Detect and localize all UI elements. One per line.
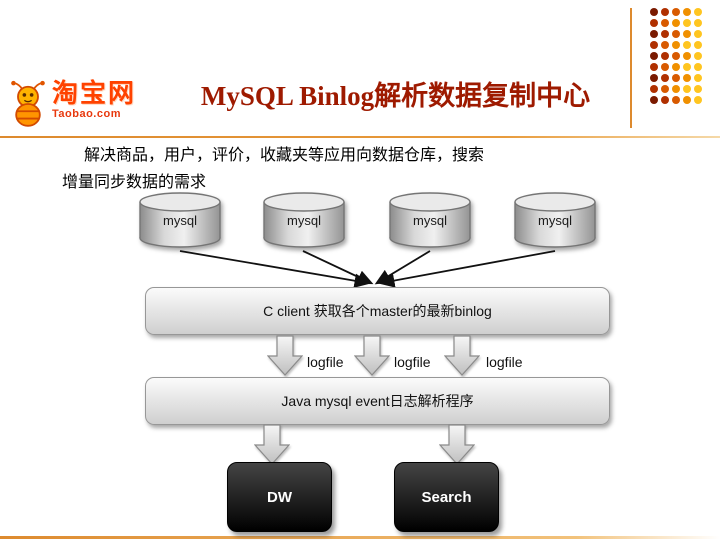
dot-decoration <box>650 52 658 60</box>
vertical-divider <box>630 8 632 128</box>
dot-pattern-decoration <box>650 8 702 104</box>
dot-decoration <box>694 41 702 49</box>
dot-decoration <box>683 52 691 60</box>
database-icon <box>389 192 471 248</box>
dot-decoration <box>661 41 669 49</box>
dot-decoration <box>683 85 691 93</box>
dot-decoration <box>650 85 658 93</box>
dot-decoration <box>672 85 680 93</box>
down-arrow-icon <box>354 335 390 376</box>
dot-decoration <box>650 74 658 82</box>
database-cylinder: mysql <box>513 191 597 249</box>
dot-decoration <box>683 63 691 71</box>
dot-decoration <box>683 41 691 49</box>
logo-subtext: Taobao.com <box>52 108 121 120</box>
dot-decoration <box>650 41 658 49</box>
dot-decoration <box>672 63 680 71</box>
dot-decoration <box>694 52 702 60</box>
slide-title: MySQL Binlog解析数据复制中心 <box>200 81 591 111</box>
dot-decoration <box>650 19 658 27</box>
dot-decoration <box>672 96 680 104</box>
sink-dw: DW <box>227 462 332 532</box>
logfile-label: logfile <box>307 354 344 370</box>
logfile-label: logfile <box>394 354 431 370</box>
database-icon <box>139 192 221 248</box>
header-rule <box>0 136 720 138</box>
dot-decoration <box>683 8 691 16</box>
dot-decoration <box>650 96 658 104</box>
database-icon <box>263 192 345 248</box>
taobao-logo: 淘宝网 Taobao.com <box>8 80 136 128</box>
dot-decoration <box>694 19 702 27</box>
dot-decoration <box>694 96 702 104</box>
dot-decoration <box>694 63 702 71</box>
dot-decoration <box>672 8 680 16</box>
down-arrow-icon <box>444 335 480 376</box>
dot-decoration <box>661 30 669 38</box>
database-icon <box>514 192 596 248</box>
dot-decoration <box>694 8 702 16</box>
collector-box: C client 获取各个master的最新binlog <box>145 287 610 335</box>
footer-rule <box>0 536 720 539</box>
parser-box: Java mysql event日志解析程序 <box>145 377 610 425</box>
database-label: mysql <box>413 213 447 228</box>
intro-text: 解决商品，用户，评价，收藏夹等应用向数据仓库，搜索 增量同步数据的需求 <box>62 141 642 192</box>
down-arrow-icon <box>267 335 303 376</box>
database-label: mysql <box>538 213 572 228</box>
dot-decoration <box>661 74 669 82</box>
down-arrow-icon <box>254 424 290 465</box>
intro-line: 增量同步数据的需求 <box>62 174 207 191</box>
down-arrow-icon <box>439 424 475 465</box>
dot-decoration <box>672 19 680 27</box>
logo-text: 淘宝网 <box>52 78 137 108</box>
dot-decoration <box>661 85 669 93</box>
dot-decoration <box>650 63 658 71</box>
dot-decoration <box>694 85 702 93</box>
dot-decoration <box>683 19 691 27</box>
dot-decoration <box>661 19 669 27</box>
dot-decoration <box>683 74 691 82</box>
sink-search: Search <box>394 462 499 532</box>
dot-decoration <box>661 96 669 104</box>
dot-decoration <box>672 52 680 60</box>
dot-decoration <box>683 96 691 104</box>
dot-decoration <box>661 63 669 71</box>
dot-decoration <box>694 30 702 38</box>
database-cylinder: mysql <box>262 191 346 249</box>
database-label: mysql <box>163 213 197 228</box>
dot-decoration <box>672 41 680 49</box>
dot-decoration <box>672 74 680 82</box>
database-cylinder: mysql <box>138 191 222 249</box>
dot-decoration <box>650 8 658 16</box>
dot-decoration <box>672 30 680 38</box>
dot-decoration <box>683 30 691 38</box>
intro-line: 解决商品，用户，评价，收藏夹等应用向数据仓库，搜索 <box>84 147 485 164</box>
logfile-label: logfile <box>486 354 523 370</box>
taobao-mascot-icon <box>11 80 45 127</box>
dot-decoration <box>694 74 702 82</box>
dot-decoration <box>661 8 669 16</box>
dot-decoration <box>650 30 658 38</box>
dot-decoration <box>661 52 669 60</box>
database-label: mysql <box>287 213 321 228</box>
database-cylinder: mysql <box>388 191 472 249</box>
